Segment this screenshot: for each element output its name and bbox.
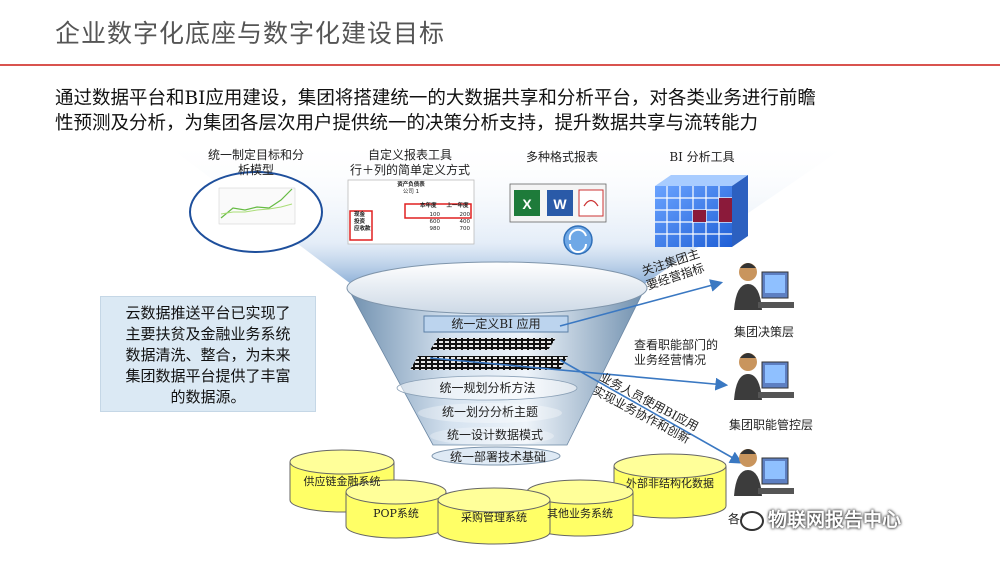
- source-label-pop: POP系统: [373, 507, 419, 520]
- svg-text:X: X: [522, 196, 532, 212]
- data-source-callout: 云数据推送平台已实现了 主要扶贫及金融业务系统 数据清洗、整合，为未来 集团数据…: [100, 296, 316, 412]
- arrow-to-decision: [559, 279, 724, 327]
- cylinder-external: [613, 453, 727, 519]
- intro-line-2: 性预测及分析，为集团各层次用户提供统一的决策分析支持，提升数据共享与流转能力: [55, 113, 759, 134]
- cylinder-pop: [345, 479, 447, 539]
- cylinder-other: [526, 479, 634, 537]
- intro-text: 通过数据平台和BI应用建设，集团将搭建统一的大数据共享和分析平台，对各类业务进行…: [55, 86, 955, 136]
- arrow-to-functional: [429, 357, 729, 391]
- feature-bi-tools: BI 分析工具: [669, 150, 735, 164]
- report-format-icons: X W: [509, 183, 607, 255]
- funnel: [346, 261, 648, 466]
- svg-text:W: W: [553, 196, 567, 212]
- user-label-functional: 集团职能管控层: [728, 418, 813, 432]
- feature-report-formats: 多种格式报表: [525, 150, 598, 164]
- feature-target-model: 统一制定目标和分 析模型: [207, 148, 304, 177]
- funnel-layer-tech-foundation: 统一部署技术基础: [449, 450, 546, 464]
- wechat-icon: [740, 510, 764, 531]
- arrow-to-business: [559, 359, 743, 464]
- source-label-external: 外部非结构化数据: [626, 477, 714, 490]
- bi-cube-icon: [655, 175, 748, 247]
- funnel-layer-data-schema: 统一设计数据模式: [446, 428, 543, 442]
- source-label-procurement: 采购管理系统: [461, 511, 527, 524]
- page-title: 企业数字化底座与数字化建设目标: [55, 19, 446, 48]
- funnel-layer-bi-app: 统一定义BI 应用: [451, 317, 541, 331]
- data-source-cylinders: [289, 449, 727, 545]
- source-label-supply-chain: 供应链金融系统: [303, 475, 381, 488]
- funnel-layer-analysis-method: 统一规划分析方法: [439, 381, 536, 395]
- flow-arrows: [429, 279, 743, 464]
- title-divider: [0, 64, 1000, 66]
- user-label-decision: 集团决策层: [733, 325, 794, 339]
- arrow-label-functional: 查看职能部门的 业务经营情况: [634, 338, 719, 367]
- target-model-ellipse: [189, 171, 323, 253]
- cylinder-procurement: [437, 487, 551, 545]
- intro-line-1: 通过数据平台和BI应用建设，集团将搭建统一的大数据共享和分析平台，对各类业务进行…: [55, 88, 816, 109]
- user-icons: [734, 263, 794, 496]
- feature-custom-report: 自定义报表工具 行＋列的简单定义方式: [349, 148, 470, 177]
- watermark: 物联网报告中心: [740, 505, 901, 532]
- source-label-other: 其他业务系统: [547, 507, 613, 520]
- report-preview: [347, 179, 475, 245]
- funnel-layer-analysis-topic: 统一划分分析主题: [441, 405, 538, 419]
